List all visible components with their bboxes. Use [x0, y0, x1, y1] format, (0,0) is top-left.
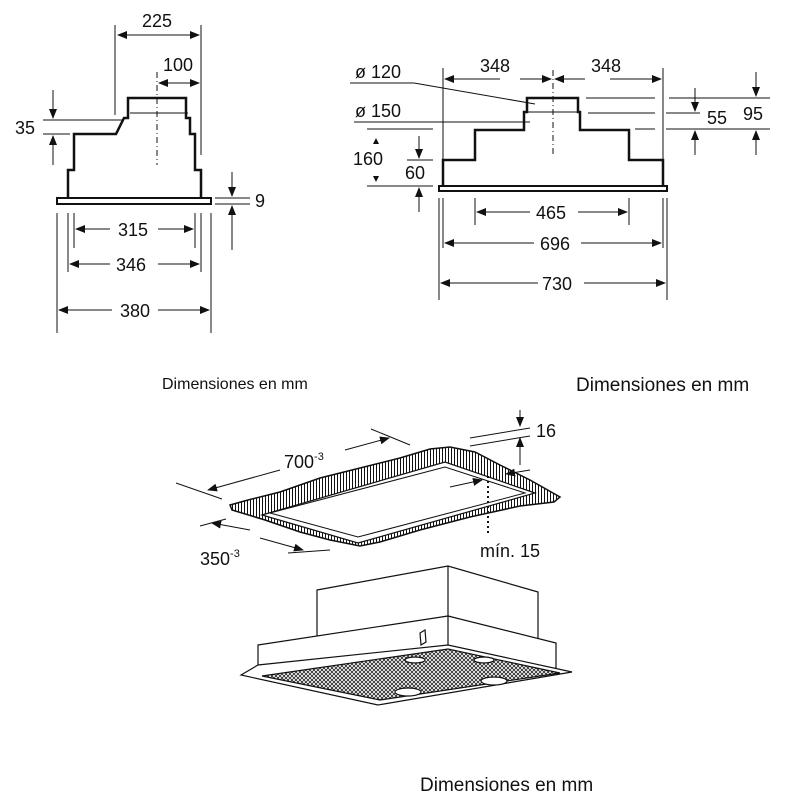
cutout-length-tolerance: -3 [314, 451, 324, 463]
dim-body-height: 160 [353, 149, 384, 169]
cutout-width-tolerance: -3 [230, 548, 240, 560]
dim-lower-body-height: 60 [405, 163, 426, 183]
dim-top-width: 465 [536, 203, 567, 223]
side-view-caption: Dimensiones en mm [162, 376, 308, 393]
dim-spigot-total: 95 [743, 104, 764, 124]
dim-flange-width-front: 730 [542, 274, 573, 294]
dim-cutout-width: 350-3 [200, 548, 240, 569]
dim-inner-width: 315 [118, 220, 149, 240]
front-view [350, 68, 770, 300]
dim-spigot-dia-large: ø 150 [355, 101, 402, 121]
dim-body-width-front: 696 [540, 234, 571, 254]
dim-ceiling-thickness: 16 [536, 421, 557, 441]
dim-flange-width: 380 [120, 301, 151, 321]
dim-body-width: 346 [116, 255, 147, 275]
dim-flange-thickness: 9 [255, 191, 266, 211]
cutout-view-caption: Dimensiones en mm [420, 775, 594, 796]
side-view [43, 25, 250, 333]
dim-spigot-offset: 100 [163, 55, 194, 75]
dim-cutout-length: 700-3 [284, 451, 324, 472]
dim-right-half: 348 [591, 56, 622, 76]
dim-left-half: 348 [480, 56, 511, 76]
dim-min-clearance: mín. 15 [480, 541, 541, 561]
cutout-width-value: 350 [200, 549, 231, 569]
cutout-view [175, 410, 562, 554]
dim-spigot-short: 55 [707, 108, 728, 128]
dim-spigot-dia-small: ø 120 [355, 62, 402, 82]
front-view-caption: Dimensiones en mm [576, 375, 750, 396]
dim-depth-total: 225 [142, 11, 173, 31]
hood-illustration [239, 565, 573, 706]
cutout-length-value: 700 [284, 452, 315, 472]
dim-step-height: 35 [15, 118, 36, 138]
